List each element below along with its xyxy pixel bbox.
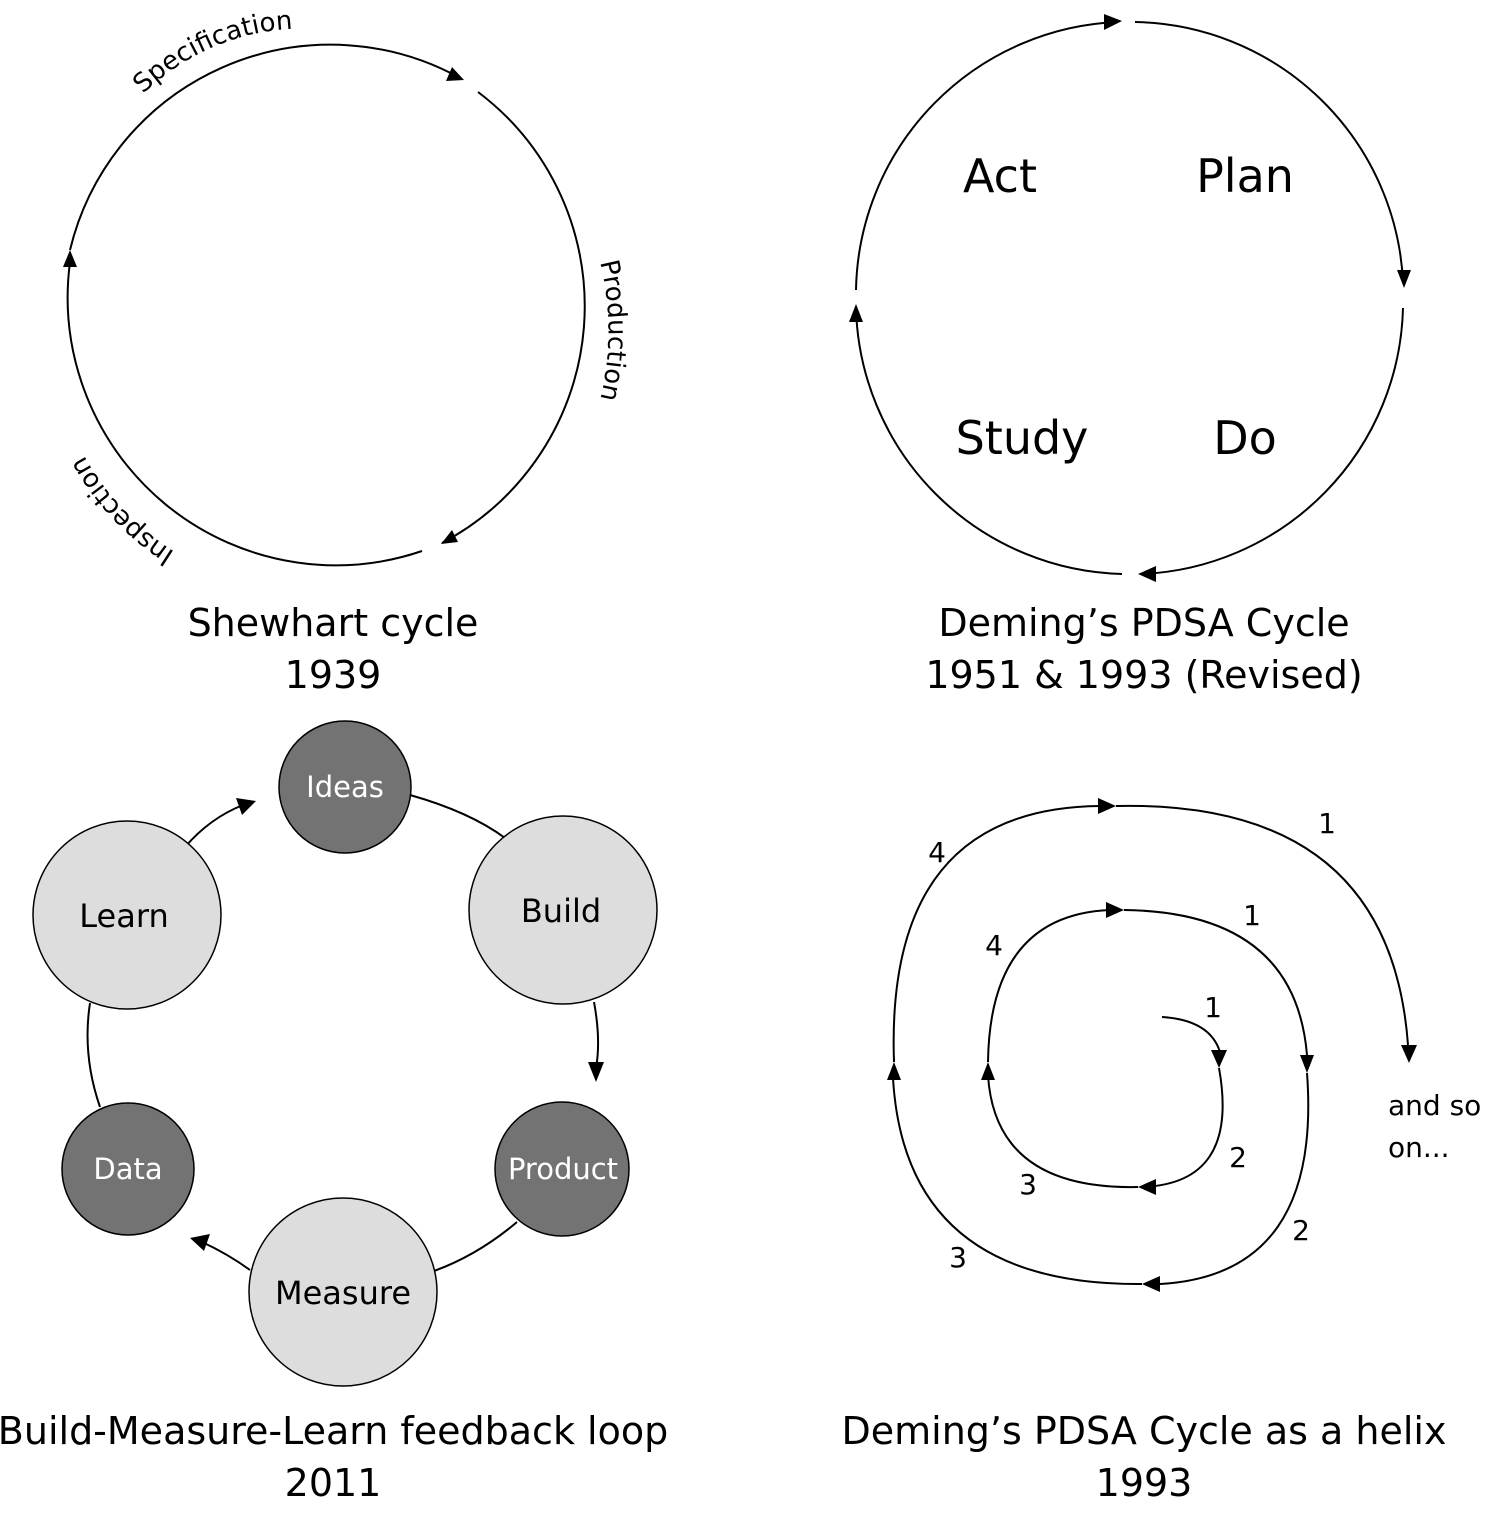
pdsa-study-label: Study xyxy=(956,411,1089,465)
bml-node-ideas: Ideas xyxy=(278,720,412,854)
bml-node-data-label: Data xyxy=(93,1152,162,1186)
pdsa-cycle: Act Plan Study Do Deming’s PDSA Cycle 19… xyxy=(849,14,1411,697)
helix-arrowhead-outer xyxy=(1401,1045,1417,1063)
pdsa-arc-plan-to-do xyxy=(1134,21,1404,283)
shewhart-label-inspection: Inspection xyxy=(64,452,179,572)
helix-start-arc xyxy=(1161,1016,1221,1053)
pdsa-arrowhead-right xyxy=(1397,270,1411,288)
pdsa-arc-study-to-act xyxy=(855,307,1123,575)
shewhart-caption-year: 1939 xyxy=(285,653,382,697)
helix-arrowhead-middle-left xyxy=(887,1062,901,1080)
pdsa-arc-act-to-plan xyxy=(855,21,1119,291)
bml-caption-title: Build-Measure-Learn feedback loop xyxy=(0,1409,668,1453)
pdsa-plan-label: Plan xyxy=(1196,149,1294,203)
helix-caption-title: Deming’s PDSA Cycle as a helix xyxy=(842,1409,1447,1453)
bml-arrowhead-data xyxy=(190,1234,210,1251)
helix-note-line2: on... xyxy=(1388,1131,1450,1164)
shewhart-arrowhead-2 xyxy=(441,530,458,544)
helix-arrowhead-inner-top xyxy=(1106,902,1124,918)
helix-middle-arc-top xyxy=(892,805,1101,1063)
bml-caption-year: 2011 xyxy=(285,1461,382,1505)
bml-connector-ideas-build xyxy=(409,794,506,839)
pdsa-arrowhead-bottom xyxy=(1138,566,1156,582)
bml-node-build: Build xyxy=(468,815,658,1005)
shewhart-arrowhead-1 xyxy=(446,67,464,81)
helix-middle-number-4: 4 xyxy=(928,836,946,869)
pdsa-arrowhead-left xyxy=(849,304,863,322)
shewhart-arc-inspection xyxy=(66,261,423,567)
bml-connector-learn-ideas xyxy=(184,804,244,848)
bml-node-learn: Learn xyxy=(32,820,222,1010)
helix-inner-number-3: 3 xyxy=(1019,1168,1037,1201)
helix-arrowhead-start xyxy=(1211,1050,1227,1068)
helix-middle-number-1: 1 xyxy=(1243,899,1261,932)
bml-node-learn-label: Learn xyxy=(79,897,168,935)
helix-outer-arc xyxy=(1115,804,1409,1046)
helix-arrowhead-middle-bottom xyxy=(1142,1276,1160,1292)
helix-note-line1: and so xyxy=(1388,1089,1481,1122)
pdsa-do-label: Do xyxy=(1213,411,1277,465)
helix-outer-number-1: 1 xyxy=(1318,807,1336,840)
bml-node-data: Data xyxy=(61,1102,195,1236)
bml-node-ideas-label: Ideas xyxy=(306,770,384,804)
bml-connector-data-learn xyxy=(86,1002,101,1108)
shewhart-label-production: Production xyxy=(593,257,631,404)
bml-node-product-label: Product xyxy=(508,1152,618,1186)
helix-middle-number-3: 3 xyxy=(949,1241,967,1274)
shewhart-arrowhead-3 xyxy=(63,250,77,267)
bml-node-build-label: Build xyxy=(521,892,601,930)
helix-inner-arc-top xyxy=(987,909,1111,1063)
shewhart-caption-title: Shewhart cycle xyxy=(188,601,479,645)
helix-arrowhead-middle-top xyxy=(1098,798,1116,814)
helix-inner-arc-right xyxy=(1139,1067,1224,1188)
pdsa-arrowhead-top xyxy=(1104,14,1122,30)
helix-start-number: 1 xyxy=(1204,991,1222,1024)
helix-inner-number-4: 4 xyxy=(985,929,1003,962)
bml-node-measure-label: Measure xyxy=(275,1274,411,1312)
pdsa-act-label: Act xyxy=(963,149,1037,203)
pdsa-caption-title: Deming’s PDSA Cycle xyxy=(938,601,1349,645)
build-measure-learn-loop: Ideas Build Product Measure Data Learn B… xyxy=(0,720,668,1505)
helix-middle-arc-bottom xyxy=(1159,1072,1310,1285)
pdsa-arc-do-to-study xyxy=(1141,307,1404,575)
helix-inner-number-2: 2 xyxy=(1229,1141,1247,1174)
helix-middle-number-2: 2 xyxy=(1292,1214,1310,1247)
helix-middle-arc-right xyxy=(1123,909,1308,1056)
pdsa-caption-years: 1951 & 1993 (Revised) xyxy=(925,653,1362,697)
shewhart-cycle: Specification Production Inspection Shew… xyxy=(63,6,632,697)
shewhart-arc-production xyxy=(441,91,586,544)
helix-caption-year: 1993 xyxy=(1096,1461,1193,1505)
helix-middle-arc-left xyxy=(892,1077,1143,1286)
bml-connector-measure-data xyxy=(201,1241,251,1271)
helix-arrowhead-inner-left xyxy=(981,1062,995,1080)
helix-inner-arc-left xyxy=(987,1074,1139,1189)
helix-arrowhead-middle-right xyxy=(1300,1055,1314,1073)
helix-arrowhead-inner-bottom xyxy=(1138,1179,1156,1195)
pdsa-helix: 1 2 3 4 1 2 3 4 1 and so on... Deming’s … xyxy=(842,798,1481,1505)
bml-connector-product-measure xyxy=(433,1221,518,1272)
bml-node-measure: Measure xyxy=(248,1197,438,1387)
bml-arrowhead-ideas xyxy=(236,798,256,815)
bml-connector-build-product xyxy=(593,1001,600,1069)
bml-arrowhead-product xyxy=(588,1062,604,1082)
shewhart-arc-specification xyxy=(69,43,461,251)
bml-node-product: Product xyxy=(494,1101,630,1237)
